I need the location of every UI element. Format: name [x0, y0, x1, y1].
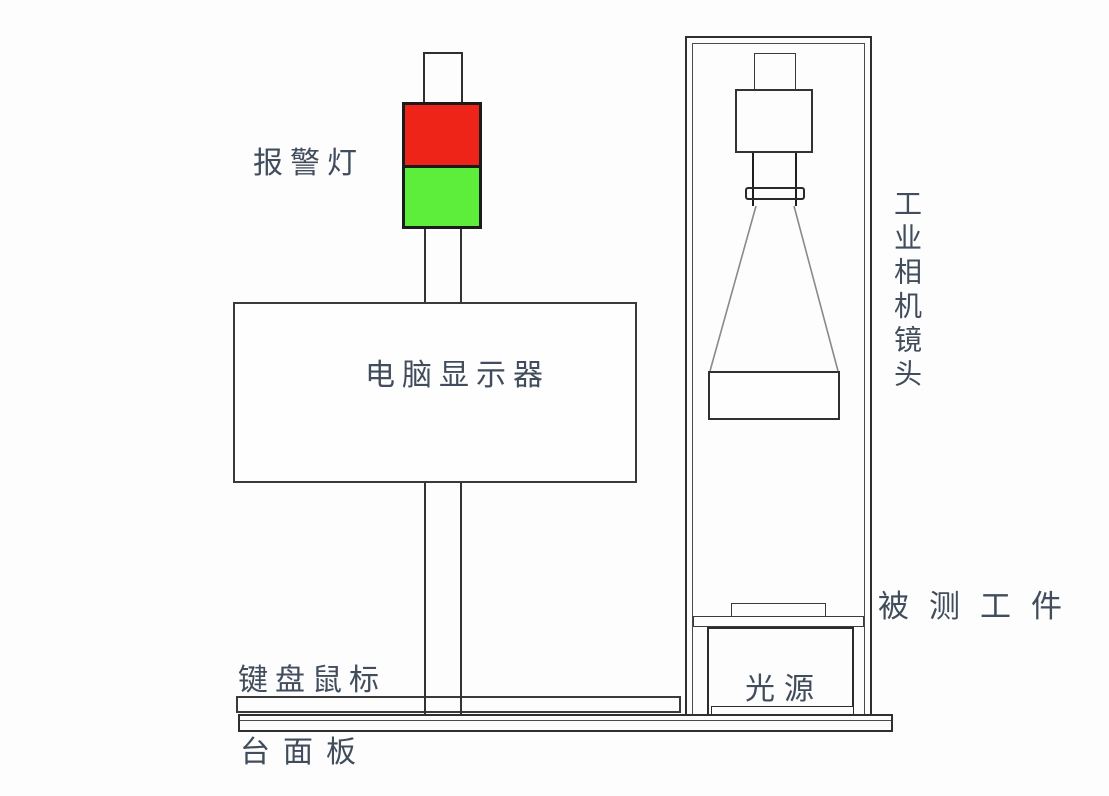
alarm-light-red-segment	[402, 102, 482, 168]
computer-monitor	[233, 302, 637, 483]
monitor-label: 电脑显示器	[365, 359, 550, 392]
table-panel-edge-line	[240, 720, 891, 721]
alarm-light-green-segment	[402, 165, 482, 229]
alarm-light-label: 报警灯	[253, 147, 364, 180]
industrial-camera-lens-label: 工业相机镜头	[891, 189, 922, 393]
alarm-pole-cap	[423, 52, 463, 104]
workpiece	[731, 603, 826, 617]
light-source-label: 光源	[745, 673, 823, 706]
camera-lens-tube	[752, 153, 797, 206]
workpiece-shelf	[693, 616, 864, 627]
table-panel-label: 台面板	[240, 736, 369, 769]
camera-top-block	[754, 53, 796, 91]
camera-body	[735, 89, 813, 153]
ring-light	[708, 371, 840, 420]
workpiece-label: 被测工件	[878, 589, 1082, 624]
keyboard-mouse-label: 键盘鼠标	[238, 664, 386, 697]
table-panel	[238, 714, 893, 732]
keyboard-tray	[236, 696, 681, 713]
camera-lens-flange	[745, 187, 805, 200]
